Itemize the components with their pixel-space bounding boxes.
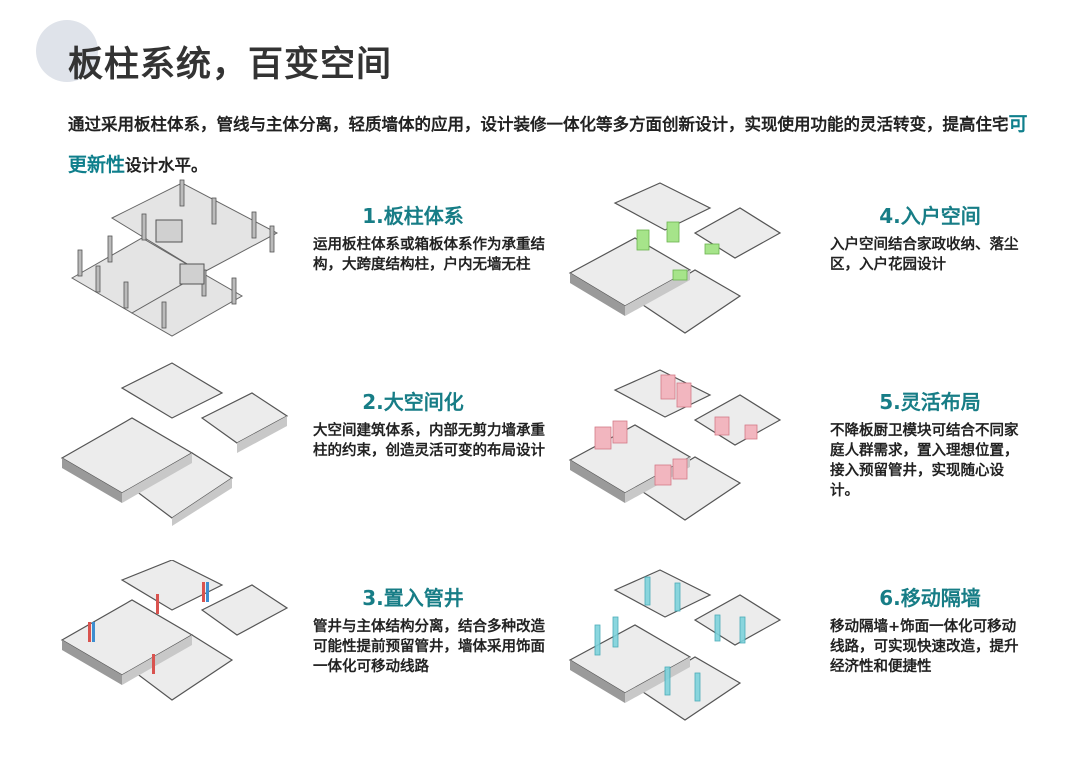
feature-description: 入户空间结合家政收纳、落尘区，入户花园设计 [830,237,1019,273]
intro-highlight: 可更新性 [68,113,1028,176]
feature-slab-column-system: 1.板柱体系 运用板柱体系或箱板体系作为承重结构，大跨度结构柱，户内无墙无柱 [313,200,553,275]
feature-description: 不降板厨卫模块可结合不同家庭人群需求，置入理想位置，接入预留管井，实现随心设计。 [830,423,1019,499]
page-title: 板柱系统，百变空间 [68,45,393,85]
intro-text-end: 设计水平。 [125,156,208,175]
title-decoration-circle [36,20,98,82]
feature-description: 管井与主体结构分离，结合多种改造可能性提前预留管井，墙体采用饰面一体化可移动线路 [313,619,545,675]
feature-title: 1.板柱体系 [362,204,464,228]
feature-flexible-layout: 5.灵活布局 不降板厨卫模块可结合不同家庭人群需求，置入理想位置，接入预留管井，… [830,386,1020,501]
pipe-shaft-illustration [52,560,292,720]
feature-pipe-shaft: 3.置入管井 管井与主体结构分离，结合多种改造可能性提前预留管井，墙体采用饰面一… [313,582,553,677]
feature-title: 6.移动隔墙 [879,586,981,610]
entry-space-illustration [565,178,785,343]
feature-title: 5.灵活布局 [879,390,981,414]
large-space-illustration [52,358,292,528]
feature-title: 2.大空间化 [362,390,464,414]
feature-entry-space: 4.入户空间 入户空间结合家政收纳、落尘区，入户花园设计 [830,200,1040,275]
intro-text-start: 通过采用板柱体系，管线与主体分离，轻质墙体的应用，设计装修一体化等多方面创新设计… [68,115,1009,134]
feature-description: 移动隔墙+饰面一体化可移动线路，可实现快速改造，提升经济性和便捷性 [830,619,1019,675]
feature-description: 运用板柱体系或箱板体系作为承重结构，大跨度结构柱，户内无墙无柱 [313,237,545,273]
feature-description: 大空间建筑体系，内部无剪力墙承重柱的约束，创造灵活可变的布局设计 [313,423,545,459]
feature-movable-partition: 6.移动隔墙 移动隔墙+饰面一体化可移动线路，可实现快速改造，提升经济性和便捷性 [830,582,1030,677]
intro-paragraph: 通过采用板柱体系，管线与主体分离，轻质墙体的应用，设计装修一体化等多方面创新设计… [68,104,1028,186]
flexible-layout-illustration [565,365,785,530]
movable-partition-illustration [565,565,785,730]
feature-large-space: 2.大空间化 大空间建筑体系，内部无剪力墙承重柱的约束，创造灵活可变的布局设计 [313,386,553,461]
feature-title: 4.入户空间 [879,204,981,228]
feature-title: 3.置入管井 [362,586,464,610]
slab-column-system-illustration [52,178,292,338]
